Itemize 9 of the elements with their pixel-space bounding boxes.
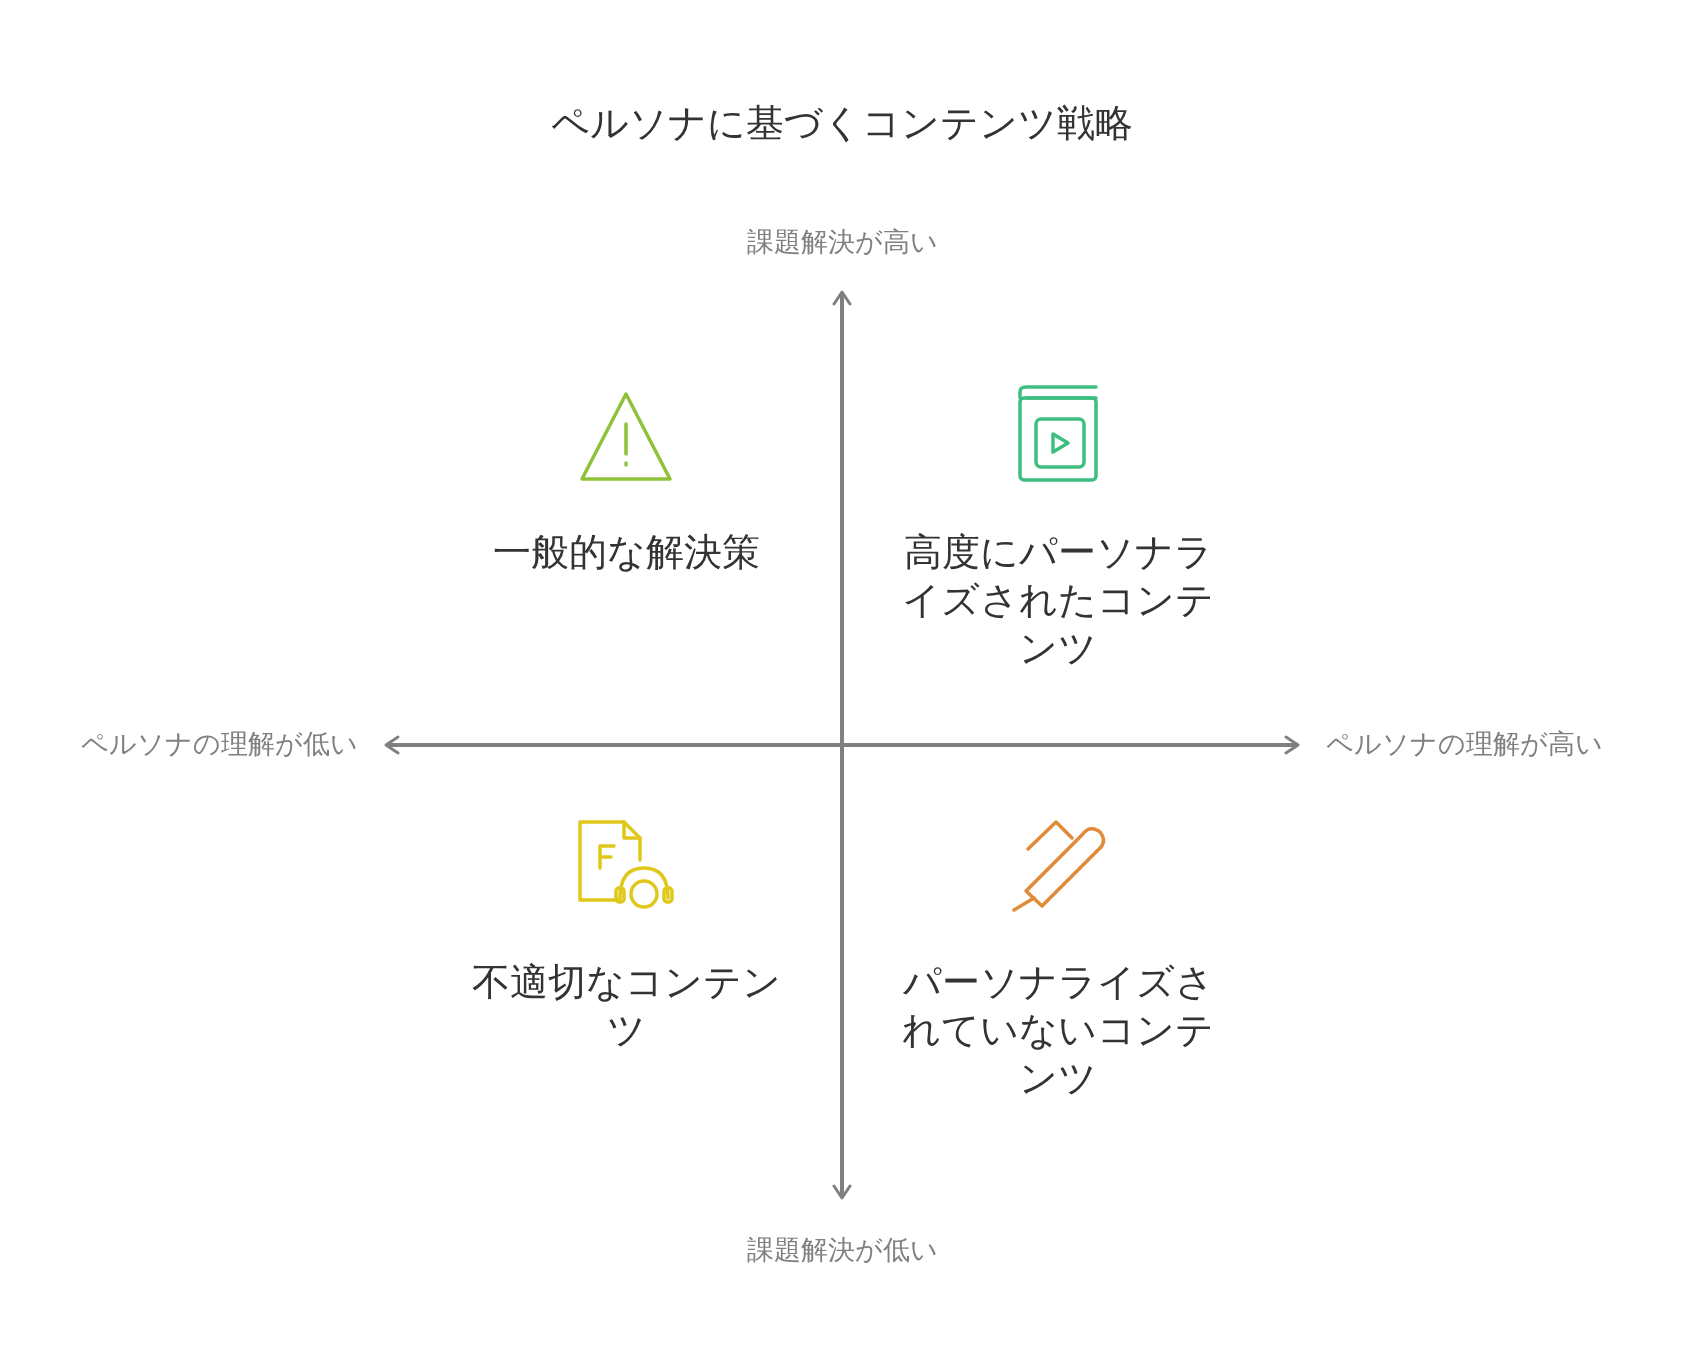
quadrant-label: 高度にパーソナライズされたコンテンツ xyxy=(901,529,1215,672)
axis-label: 課題解決が高い xyxy=(746,225,938,259)
axis-label: 課題解決が低い xyxy=(746,1233,938,1267)
quadrant-label: パーソナライズされていないコンテンツ xyxy=(901,959,1215,1102)
quadrant-label: 一般的な解決策 xyxy=(491,529,761,576)
axis-label: ペルソナの理解が高い xyxy=(1326,727,1603,761)
quadrant-label: 不適切なコンテンツ xyxy=(470,959,782,1054)
axis-label: ペルソナの理解が低い xyxy=(81,727,358,761)
chart-title: ペルソナに基づくコンテンツ戦略 xyxy=(550,100,1134,147)
